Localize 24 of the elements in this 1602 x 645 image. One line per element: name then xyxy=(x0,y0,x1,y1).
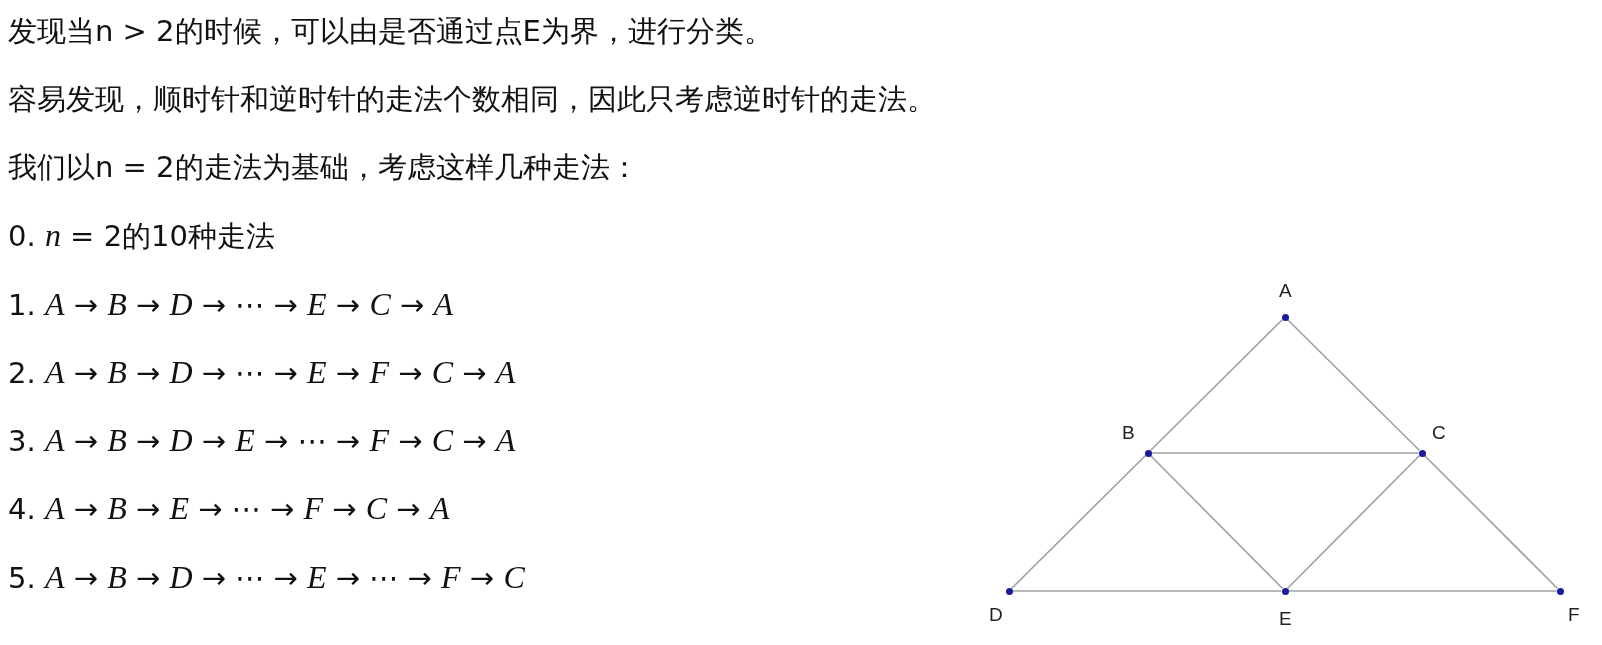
vertex-label: B xyxy=(1122,423,1135,443)
line-segment xyxy=(1011,590,1283,592)
list-item: 5. A → B → D → ⋯ → E → ⋯ → F → C xyxy=(8,558,525,597)
line-segment xyxy=(1149,454,1284,590)
line-segment xyxy=(1286,318,1421,452)
text-line: 我们以n = 2的走法为基础，考虑这样几种走法： xyxy=(8,149,639,186)
line-segment xyxy=(1286,454,1421,590)
line-segment xyxy=(1423,454,1559,590)
vertex-label: A xyxy=(1279,281,1292,301)
text-line: 发现当n > 2的时候，可以由是否通过点E为界，进行分类。 xyxy=(8,13,773,50)
text-line: 容易发现，顺时针和逆时针的走法个数相同，因此只考虑逆时针的走法。 xyxy=(8,81,936,118)
list-item: 4. A → B → E → ⋯ → F → C → A xyxy=(8,489,450,528)
vertex-label: E xyxy=(1279,609,1292,629)
line-segment xyxy=(1149,318,1284,452)
list-item: 3. A → B → D → E → ⋯ → F → C → A xyxy=(8,421,516,460)
line-segment xyxy=(1010,454,1147,590)
vertex-label: F xyxy=(1568,605,1580,625)
list-item: 0. n = 2的10种走法 xyxy=(8,216,275,255)
list-item: 2. A → B → D → ⋯ → E → F → C → A xyxy=(8,353,516,392)
line-segment xyxy=(1287,590,1558,592)
vertex-label: D xyxy=(989,605,1003,625)
line-segment xyxy=(1150,452,1420,454)
vertex-label: C xyxy=(1432,423,1446,443)
list-item: 1. A → B → D → ⋯ → E → C → A xyxy=(8,285,453,324)
